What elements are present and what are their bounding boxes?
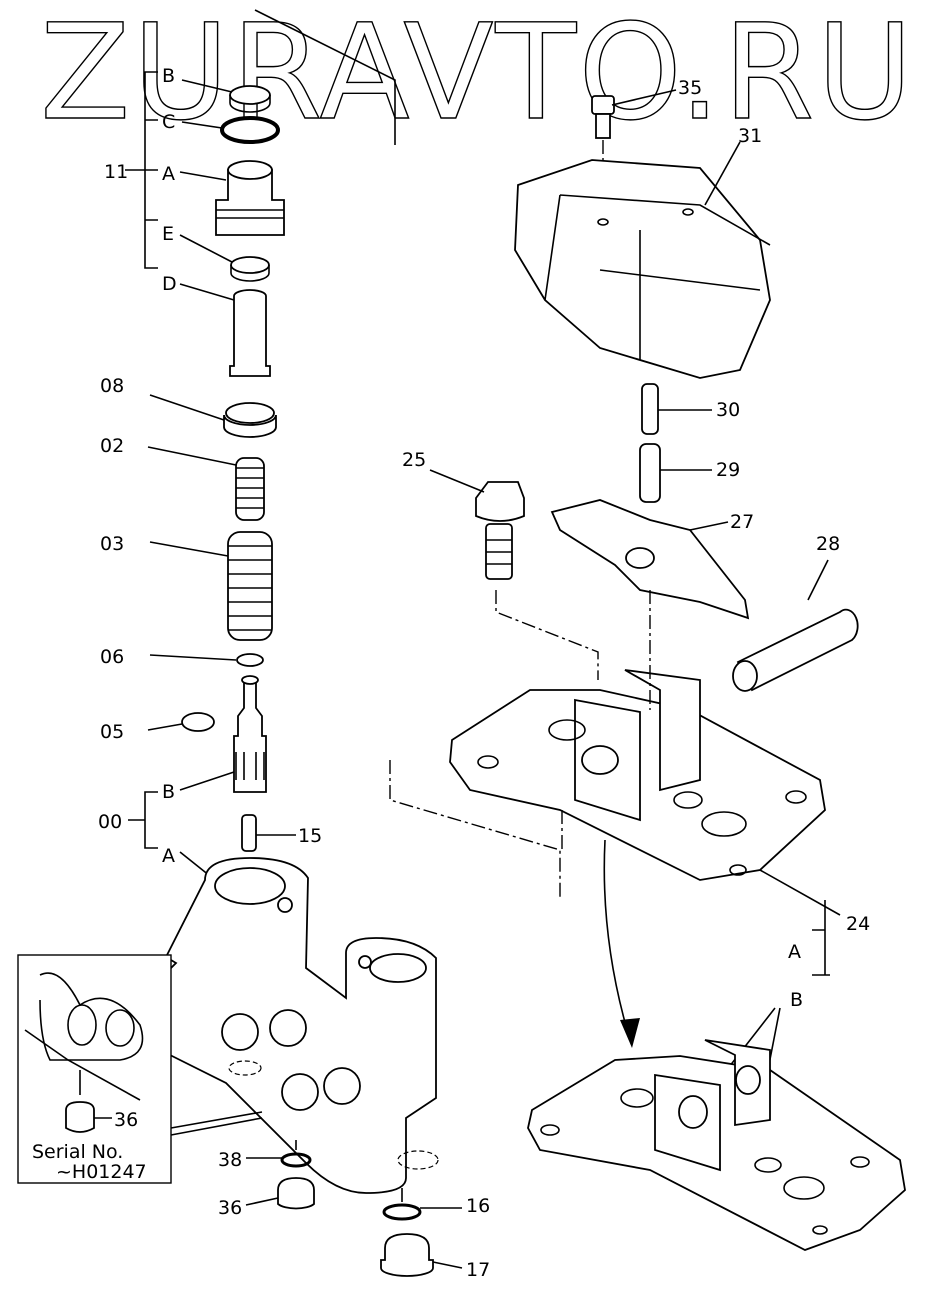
label-31: 31 [738, 125, 762, 147]
bracket-assembly-view [527, 1039, 906, 1251]
label-27: 27 [730, 511, 754, 533]
label-03: 03 [100, 533, 124, 555]
part-02-inner-spring [147, 446, 265, 521]
label-00B: B [162, 781, 175, 803]
part-11E-ring [179, 234, 270, 282]
part-30-pin [641, 383, 712, 435]
label-16: 16 [466, 1195, 490, 1217]
label-A-assembly: A [788, 941, 801, 963]
serial-inset: Serial No. ~H01247 [17, 954, 263, 1184]
label-11A: A [162, 163, 175, 185]
bracket-A-B [714, 900, 830, 1086]
label-17: 17 [466, 1259, 490, 1281]
part-25-bolt [429, 469, 599, 680]
serial-value: ~H01247 [56, 1161, 147, 1183]
label-24: 24 [846, 913, 870, 935]
part-15-pin [241, 814, 296, 852]
part-11B-ring [181, 79, 271, 113]
part-36-plug [245, 1177, 315, 1210]
part-11D-plunger [179, 283, 271, 377]
label-08: 08 [100, 375, 124, 397]
part-08-seat [149, 394, 277, 438]
part-38-o-ring [246, 1140, 312, 1168]
label-11B: B [162, 65, 175, 87]
part-24-bracket [389, 590, 841, 1048]
part-27-lever [550, 499, 750, 620]
label-15: 15 [298, 825, 322, 847]
serial-label: Serial No. [32, 1141, 123, 1163]
watermark: ZURAVTO.RU [40, 0, 915, 150]
label-05: 05 [100, 721, 124, 743]
part-11C-o-ring [181, 116, 280, 144]
part-06-washer [149, 653, 264, 667]
label-11: 11 [104, 161, 128, 183]
label-B-assembly: B [790, 989, 803, 1011]
part-05-clip [147, 712, 215, 732]
label-11D: D [162, 273, 177, 295]
part-03-outer-spring [149, 531, 273, 641]
label-25: 25 [402, 449, 426, 471]
label-36-inset: 36 [114, 1109, 138, 1131]
part-00A-valve-body [164, 851, 439, 1194]
part-17-plug [380, 1233, 463, 1277]
label-28: 28 [816, 533, 840, 555]
leader-line-top [254, 9, 396, 145]
label-38: 38 [218, 1149, 242, 1171]
label-11C: C [162, 111, 175, 133]
label-00A: A [162, 845, 175, 867]
label-11E: E [162, 223, 174, 245]
bracket-11 [125, 71, 158, 269]
label-29: 29 [716, 459, 740, 481]
part-31-cover [514, 141, 771, 379]
label-36: 36 [218, 1197, 242, 1219]
part-00B-spool [179, 675, 267, 793]
part-11A-sleeve [179, 160, 285, 236]
label-02: 02 [100, 435, 124, 457]
bracket-00 [128, 791, 158, 849]
label-06: 06 [100, 646, 124, 668]
label-30: 30 [716, 399, 740, 421]
part-28-pin [732, 559, 859, 692]
part-16-o-ring [382, 1188, 462, 1221]
label-35: 35 [678, 77, 702, 99]
label-00: 00 [98, 811, 122, 833]
part-29-pin [639, 443, 712, 503]
